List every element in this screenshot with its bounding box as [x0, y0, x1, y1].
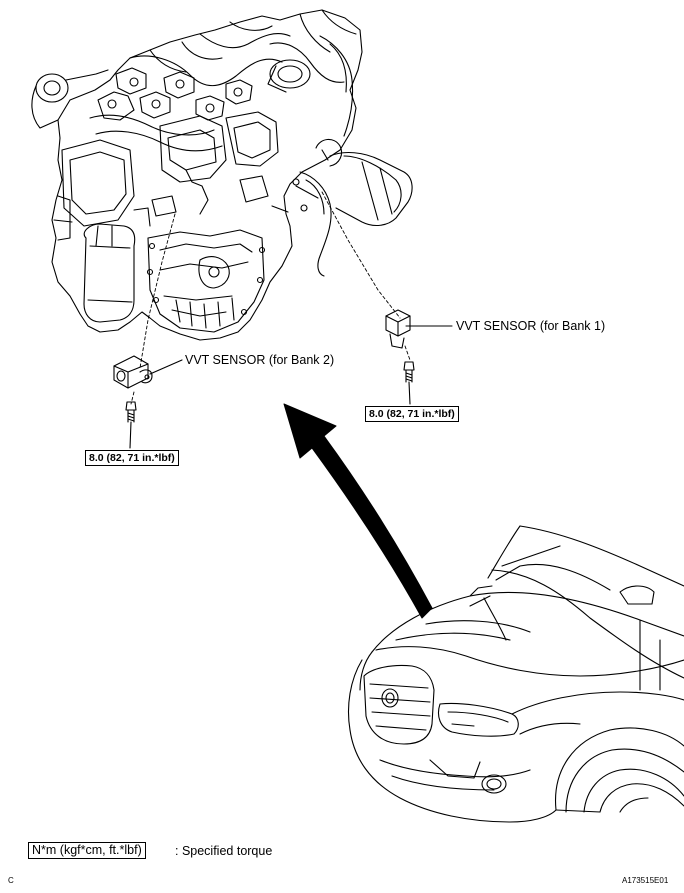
- corner-letter: C: [8, 876, 14, 885]
- torque-spec-bank2: 8.0 (82, 71 in.*lbf): [85, 450, 179, 466]
- location-arrow: [283, 403, 433, 619]
- vvt-sensor-bank1-label: VVT SENSOR (for Bank 1): [456, 319, 606, 333]
- vvt-sensor-bank1-illustration: [385, 309, 453, 405]
- vvt-sensor-bank2-illustration: [113, 355, 183, 449]
- torque-spec-bank1: 8.0 (82, 71 in.*lbf): [365, 406, 459, 422]
- legend-description: : Specified torque: [175, 844, 273, 858]
- legend-unit-box: N*m (kgf*cm, ft.*lbf): [28, 842, 146, 859]
- vvt-sensor-bank2-label: VVT SENSOR (for Bank 2): [185, 353, 335, 367]
- figure-code: A173515E01: [622, 876, 669, 885]
- engine-illustration: [31, 9, 413, 341]
- vehicle-illustration: [347, 525, 684, 823]
- sensor-dashed-guides: [130, 191, 411, 405]
